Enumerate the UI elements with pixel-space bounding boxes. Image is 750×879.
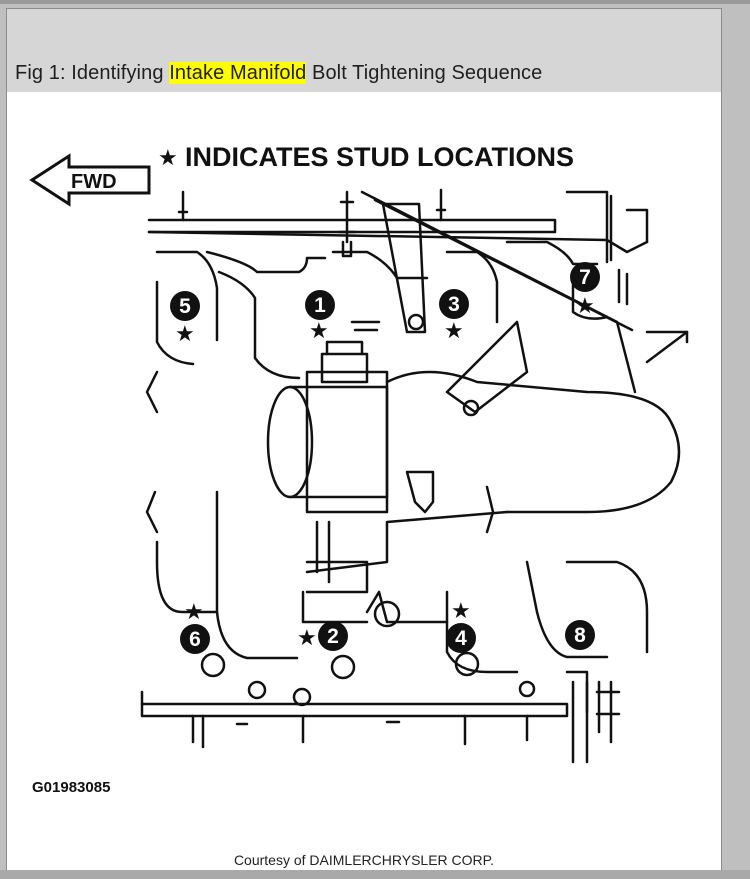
window-top-strip <box>0 0 750 4</box>
bolt-marker-6: 6 ★ <box>180 600 210 654</box>
intake-manifold-diagram: ★ INDICATES STUD LOCATIONS FWD <box>29 142 689 796</box>
bolt-number-7: 7 <box>579 266 591 289</box>
courtesy-credit: Courtesy of DAIMLERCHRYSLER CORP. <box>233 852 495 868</box>
figure-panel: Fig 1: Identifying Intake Manifold Bolt … <box>6 8 722 879</box>
caption-bar: Fig 1: Identifying Intake Manifold Bolt … <box>7 9 721 92</box>
stud-star-icon: ★ <box>175 322 195 347</box>
bolt-number-1: 1 <box>314 294 326 317</box>
legend-text: INDICATES STUD LOCATIONS <box>185 142 574 172</box>
figure-caption: Fig 1: Identifying Intake Manifold Bolt … <box>15 62 542 85</box>
window-bottom-strip <box>0 870 750 879</box>
fwd-label: FWD <box>71 171 117 193</box>
caption-prefix: Fig 1: Identifying <box>15 62 170 84</box>
manifold-line-art <box>140 188 689 764</box>
bolt-marker-8: 8 <box>565 620 595 650</box>
figure-code: G01983085 <box>32 779 110 796</box>
bolt-marker-7: 7 ★ <box>570 262 600 319</box>
stud-star-icon: ★ <box>184 600 204 625</box>
bolt-marker-3: 3 ★ <box>439 289 469 344</box>
stud-star-icon: ★ <box>575 294 595 319</box>
fwd-arrow-icon: FWD <box>29 153 151 207</box>
caption-highlight: Intake Manifold <box>169 62 307 84</box>
stud-star-icon: ★ <box>309 319 329 344</box>
bolt-number-2: 2 <box>327 625 339 648</box>
bolt-number-4: 4 <box>455 627 467 650</box>
legend-star-icon: ★ <box>158 146 178 171</box>
bolt-marker-5: 5 ★ <box>170 291 200 347</box>
bolt-marker-1: 1 ★ <box>305 290 335 344</box>
stud-star-icon: ★ <box>451 599 471 624</box>
stud-star-icon: ★ <box>444 319 464 344</box>
caption-suffix: Bolt Tightening Sequence <box>306 62 543 84</box>
bolt-number-3: 3 <box>448 293 460 316</box>
bolt-number-5: 5 <box>179 295 191 318</box>
bolt-number-6: 6 <box>189 628 201 651</box>
bolt-number-8: 8 <box>574 624 586 647</box>
bolt-marker-2: 2 ★ <box>297 621 348 651</box>
stud-star-icon: ★ <box>297 626 317 651</box>
bolt-marker-4: 4 ★ <box>446 599 476 653</box>
